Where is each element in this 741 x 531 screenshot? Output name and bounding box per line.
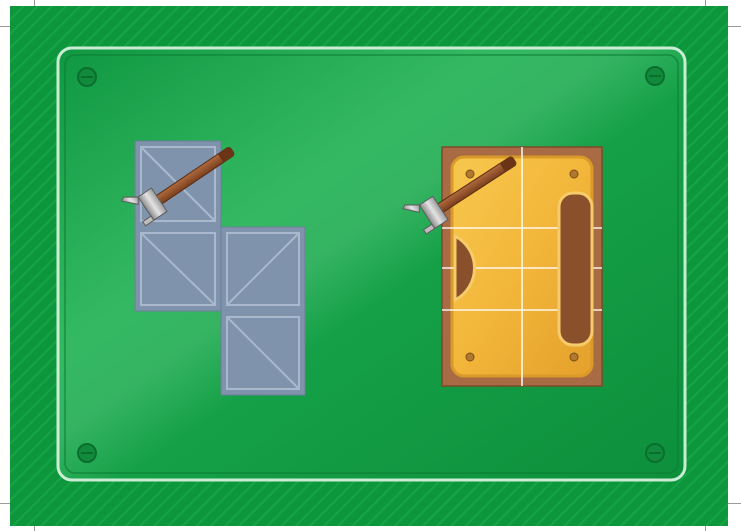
screw-top-right (646, 67, 664, 85)
board-cutout-slot (559, 193, 592, 345)
wood-board-piece[interactable] (442, 147, 602, 386)
metal-tile (221, 227, 305, 311)
screw-bottom-right (646, 444, 664, 462)
board-screw (466, 170, 474, 178)
screw-bottom-left (78, 444, 96, 462)
metal-tile (135, 227, 221, 311)
board-screw (570, 353, 578, 361)
screw-top-left (78, 68, 96, 86)
metal-tile (221, 311, 305, 395)
board-screw (466, 353, 474, 361)
board-screw (570, 170, 578, 178)
